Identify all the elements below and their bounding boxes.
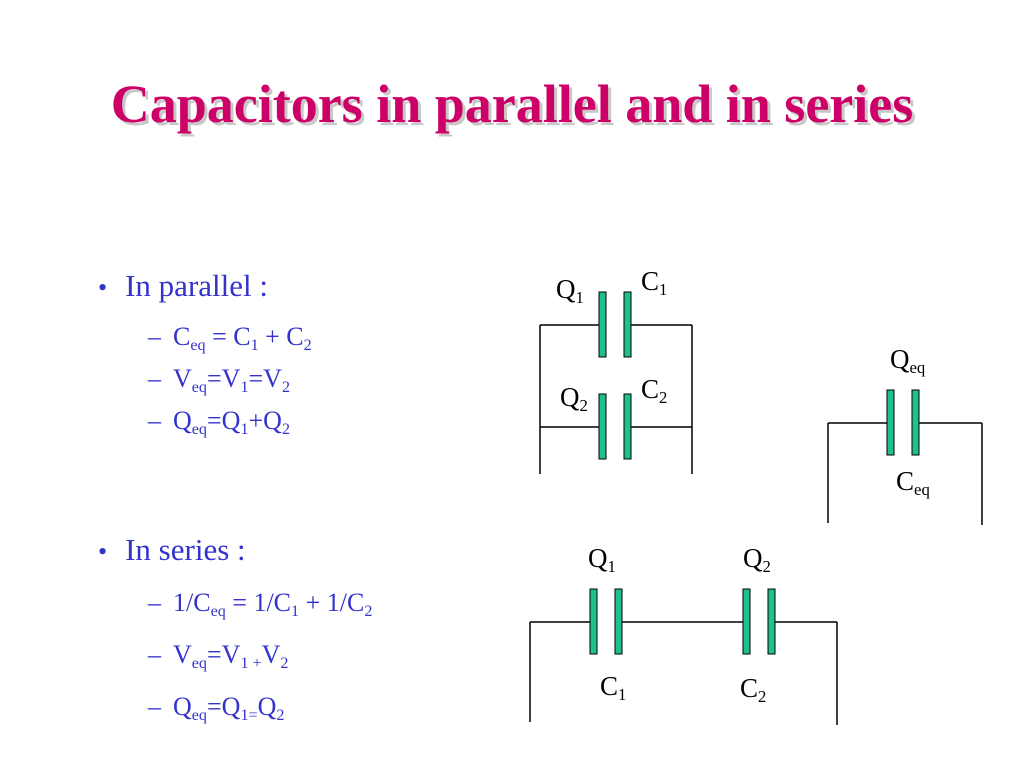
equation-text: Qeq=Q1=Q2	[173, 692, 285, 724]
label-parallel-c2: C2	[641, 374, 668, 408]
series-c2-plate-left	[742, 588, 751, 655]
slide-title: Capacitors in parallel and in series	[110, 74, 914, 134]
bullet-dot: •	[98, 537, 108, 566]
label-parallel-q2: Q2	[560, 382, 588, 416]
label-series-c1: C1	[600, 671, 627, 705]
label-equivalent-c: Ceq	[896, 466, 930, 500]
capacitor-c1-plate-right	[623, 291, 632, 358]
series-equation-2: –Veq=V1 +V2	[148, 640, 289, 672]
capacitor-c2-plate-right	[623, 393, 632, 460]
parallel-equation-3: –Qeq=Q1+Q2	[148, 406, 291, 438]
parallel-circuit	[539, 324, 693, 474]
equivalent-circuit	[827, 422, 983, 525]
label-series-q2: Q2	[743, 543, 771, 577]
bullet-in-parallel: • In parallel :	[98, 268, 268, 306]
equation-text: Ceq = C1 + C2	[173, 322, 312, 354]
label-equivalent-q: Qeq	[890, 344, 926, 378]
equation-text: 1/Ceq = 1/C1 + 1/C2	[173, 588, 373, 620]
capacitor-ceq-plate-left	[886, 389, 895, 456]
capacitor-plates	[589, 291, 920, 655]
capacitor-c2-plate-left	[598, 393, 607, 460]
label-series-q1: Q1	[588, 543, 616, 577]
equation-text: Qeq=Q1+Q2	[173, 406, 291, 438]
capacitor-c1-plate-left	[598, 291, 607, 358]
series-equation-3: –Qeq=Q1=Q2	[148, 692, 285, 724]
parallel-equation-2: –Veq=V1=V2	[148, 364, 291, 396]
series-c2-plate-right	[767, 588, 776, 655]
series-c1-plate-right	[614, 588, 623, 655]
label-parallel-q1: Q1	[556, 274, 584, 308]
label-series-c2: C2	[740, 673, 767, 707]
label-parallel-c1: C1	[641, 266, 668, 300]
series-circuit	[529, 621, 838, 725]
series-equation-1: –1/Ceq = 1/C1 + 1/C2	[148, 588, 373, 620]
equation-text: Veq=V1 +V2	[173, 640, 289, 672]
series-heading: In series :	[125, 532, 246, 567]
equation-text: Veq=V1=V2	[173, 364, 291, 396]
parallel-heading: In parallel :	[125, 268, 268, 303]
capacitor-ceq-plate-right	[911, 389, 920, 456]
bullet-in-series: • In series :	[98, 532, 246, 570]
bullet-dot: •	[98, 273, 108, 302]
series-c1-plate-left	[589, 588, 598, 655]
parallel-equation-1: –Ceq = C1 + C2	[148, 322, 312, 354]
